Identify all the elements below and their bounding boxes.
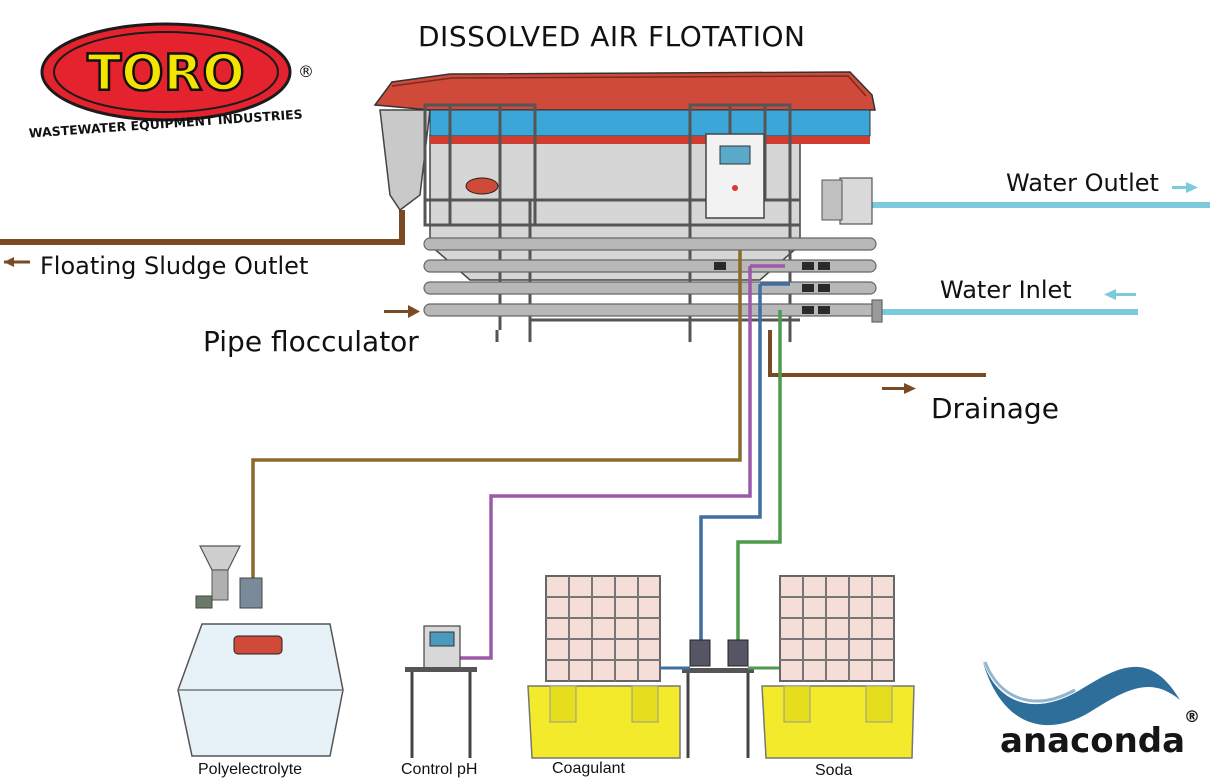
coagulant-ibc-tank	[527, 575, 681, 759]
toro-logo-name: TORO	[87, 44, 245, 102]
daf-unit	[373, 71, 883, 342]
coagulant-line	[699, 282, 790, 645]
drainage-label: Drainage	[931, 392, 1059, 425]
toro-registered-mark: ®	[298, 62, 314, 81]
anaconda-logo: anaconda ®	[980, 650, 1200, 761]
floating-sludge-line	[0, 210, 405, 245]
pipe-flocculator-arrow-icon	[384, 305, 420, 318]
water-outlet-label: Water Outlet	[1006, 169, 1159, 197]
drainage-arrow-icon	[882, 383, 916, 394]
dosing-pump-table	[660, 639, 780, 758]
sludge-arrowhead-icon	[4, 257, 14, 267]
polyelectrolyte-label: Polyelectrolyte	[198, 761, 303, 778]
diagram-title: DISSOLVED AIR FLOTATION	[418, 20, 806, 53]
floating-sludge-outlet-label: Floating Sludge Outlet	[40, 252, 309, 280]
coagulant-label: Coagulant	[552, 760, 625, 777]
water-outlet-arrow-icon	[1172, 182, 1198, 193]
soda-label: Soda	[815, 762, 853, 779]
polyelectrolyte-line	[251, 250, 742, 588]
water-inlet-arrow-icon	[1104, 289, 1136, 300]
anaconda-logo-name: anaconda	[1000, 721, 1185, 761]
control-ph-label: Control pH	[401, 761, 478, 778]
water-inlet-label: Water Inlet	[940, 276, 1072, 304]
polyelectrolyte-tank	[177, 545, 344, 757]
control-ph-panel	[405, 625, 477, 758]
soda-ibc-tank	[761, 575, 915, 759]
water-outlet-line	[852, 200, 1210, 208]
anaconda-registered-mark: ®	[1184, 707, 1200, 726]
drainage-line	[768, 330, 986, 377]
soda-line	[736, 310, 782, 645]
toro-logo: TORO WASTEWATER EQUIPMENT INDUSTRIES ®	[28, 22, 314, 141]
pipe-flocculator-label: Pipe flocculator	[203, 325, 419, 358]
ph-control-line	[456, 264, 785, 660]
